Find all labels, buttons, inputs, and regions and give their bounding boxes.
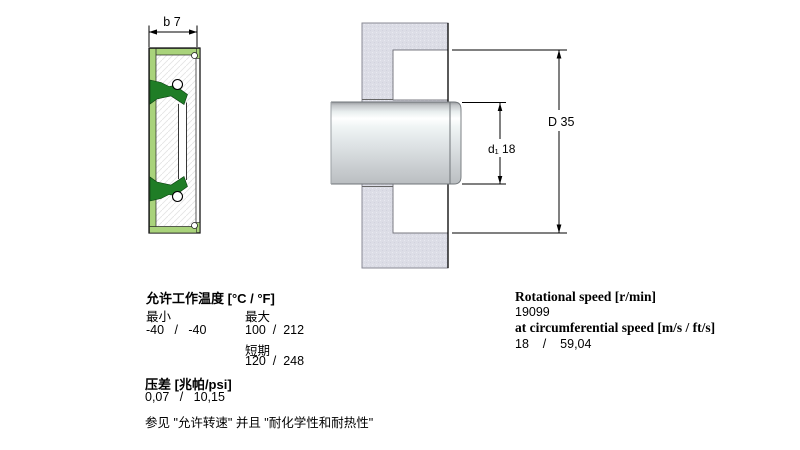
shaft (331, 102, 450, 184)
sealing-lip-top (149, 79, 188, 105)
shaft-dimension-label: d₁ 18 (488, 142, 516, 156)
seal-cross-section: b 7 (148, 15, 201, 234)
garter-spring-top (171, 78, 184, 91)
bore-dimension (452, 49, 567, 234)
casing-left-band (149, 48, 157, 233)
circumferential-speed-title: at circumferential speed [m/s / ft/s] (515, 320, 716, 335)
temperature-short-term-label: 短期 (245, 344, 271, 358)
mounting-cross-section: D 35 d₁ 18 (330, 22, 574, 269)
arrowhead-down-icon (556, 224, 562, 233)
membrane (179, 103, 187, 180)
seal-seat-recess-bottom (392, 182, 449, 234)
sealing-lip-bottom (149, 176, 188, 202)
temperature-min-value: -40 / -40 (146, 323, 207, 337)
garter-spring-bottom (171, 190, 184, 203)
arrowhead-up-icon (556, 50, 562, 59)
temperature-max-value: 100 / 212 (245, 323, 305, 337)
rotational-speed-title: Rotational speed [r/min] (515, 289, 656, 304)
reference-note: 参见 "允许转速" 并且 "耐化学性和耐热性" (145, 416, 374, 430)
seal-seat-recess-top (392, 49, 449, 101)
arrowhead-down-icon (497, 176, 503, 184)
circumferential-speed-value: 18 / 59,04 (515, 337, 592, 351)
case-curl-notch-bottom (191, 222, 198, 229)
shaft-end-cap (449, 101, 462, 185)
pressure-value: 0,07 / 10,15 (145, 390, 225, 404)
rotational-speed-value: 19099 (515, 305, 550, 319)
arrowhead-left-icon (149, 29, 157, 35)
temperature-short-term-value: 120 / 248 (245, 354, 305, 368)
arrowhead-up-icon (497, 103, 503, 111)
pressure-title: 压差 [兆帕/psi] (145, 377, 232, 392)
temperature-max-label: 最大 (245, 310, 271, 324)
technical-drawings: b 7 (148, 15, 574, 269)
temperature-title: 允许工作温度 [°C / °F] (146, 291, 275, 306)
case-curl-notch-top (191, 52, 198, 59)
temperature-min-label: 最小 (146, 310, 172, 324)
seal-width-label: b 7 (163, 15, 180, 29)
arrowhead-right-icon (189, 29, 197, 35)
bore-dimension-label: D 35 (548, 115, 574, 129)
